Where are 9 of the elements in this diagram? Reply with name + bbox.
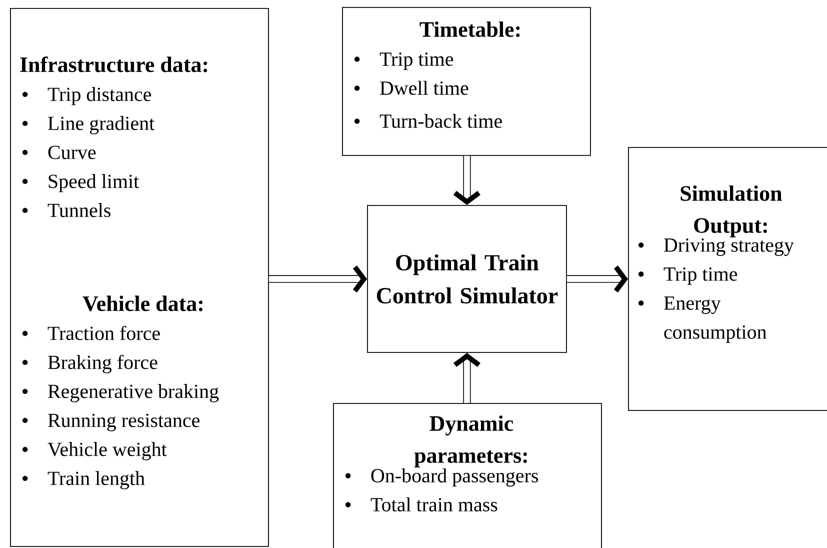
input-box: Timetable: Trip time Dwell time Turn-back time [342,7,591,156]
simulator-box: Optimal Train Control Simulator [367,205,567,353]
output-box: Simulation Output: Driving strategy Trip time Energy consumption [628,147,827,411]
block-arrow [268,265,367,292]
input-box: Dynamic parameters: On-board passengers Total train mass [333,403,602,548]
block-arrow [453,156,480,205]
block-arrow [566,265,628,292]
block-arrow [453,352,480,403]
input-box: Infrastructure data: Trip distance Line gradient Curve Speed limit Tunnels Vehicle data: Traction force Braking force Regenerative braking Running resistance Vehicle weight Train length [10,8,269,547]
